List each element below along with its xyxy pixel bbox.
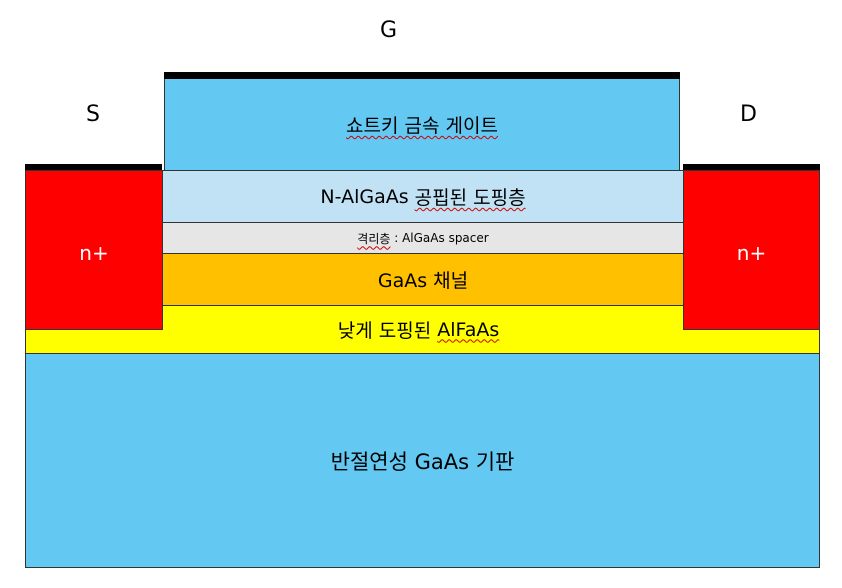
doped-prefix: N-AlGaAs	[320, 185, 415, 208]
gate-metal-label: 쇼트키 금속 게이트	[346, 115, 498, 137]
source-region: n+	[25, 170, 163, 330]
channel-layer: GaAs 채널	[162, 253, 684, 306]
substrate-label: 반절연성 GaAs 기판	[330, 449, 515, 474]
gate-terminal-label: G	[380, 18, 398, 43]
doped-label: 공핍된 도핑층	[414, 187, 526, 209]
source-contact	[25, 164, 162, 170]
source-region-label: n+	[79, 241, 109, 265]
source-terminal-label: S	[86, 102, 100, 127]
drain-contact	[683, 164, 820, 170]
doped-layer: N-AlGaAs 공핍된 도핑층	[162, 170, 684, 223]
drain-terminal-label: D	[740, 102, 757, 127]
drain-region-label: n+	[736, 241, 767, 265]
gate-contact	[164, 72, 680, 79]
spacer-layer: 격리층 : AlGaAs spacer	[162, 222, 684, 254]
low-doped-prefix: 낮게 도핑된	[337, 320, 438, 342]
drain-region: n+	[683, 170, 820, 330]
spacer-label: : AlGaAs spacer	[390, 231, 489, 245]
low-doped-material: AlFaAs	[437, 318, 500, 341]
substrate-layer: 반절연성 GaAs 기판	[25, 353, 820, 568]
gate-metal-layer: 쇼트키 금속 게이트	[164, 78, 680, 171]
spacer-prefix: 격리층	[357, 231, 391, 246]
channel-label: GaAs 채널	[377, 270, 469, 292]
